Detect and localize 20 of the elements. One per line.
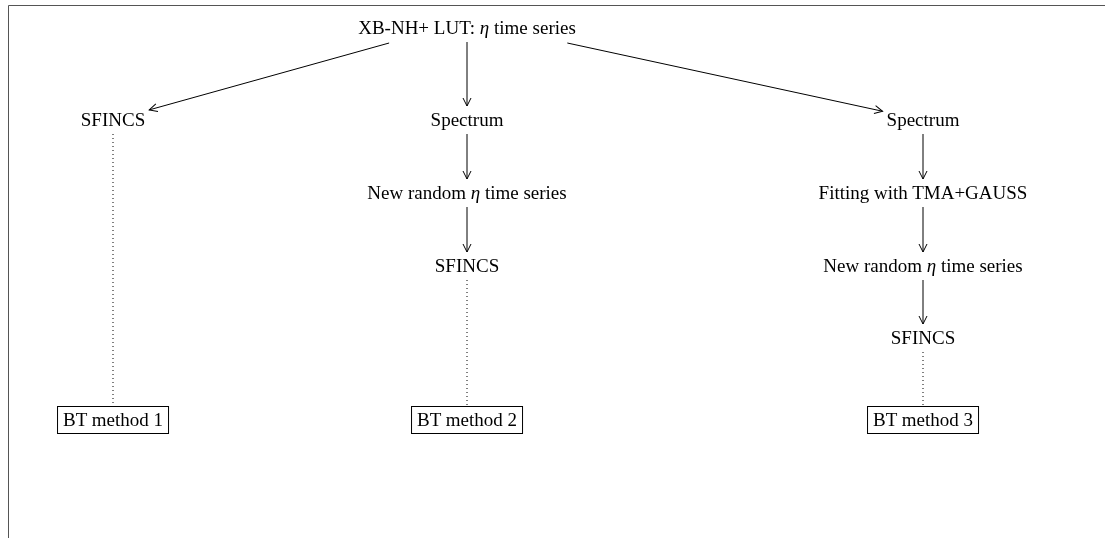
arrow <box>566 42 884 114</box>
step-text: Spectrum <box>426 107 508 133</box>
arrow <box>918 206 928 253</box>
step-text: Spectrum <box>882 107 964 133</box>
step-text: SFINCS <box>76 107 150 133</box>
step-text: XB-NH+ LUT: η time series <box>354 15 580 41</box>
method-box: BT method 1 <box>57 406 169 434</box>
arrow <box>462 41 472 107</box>
method-box: BT method 2 <box>411 406 523 434</box>
step-text: New random η time series <box>819 253 1027 279</box>
step-text: SFINCS <box>886 325 960 351</box>
arrow <box>918 133 928 180</box>
arrow <box>918 279 928 325</box>
method-box: BT method 3 <box>867 406 979 434</box>
step-text: New random η time series <box>363 180 571 206</box>
arrow <box>462 133 472 180</box>
arrow <box>462 206 472 253</box>
step-text: Fitting with TMA+GAUSS <box>814 180 1032 206</box>
arrow <box>148 42 390 113</box>
step-text: SFINCS <box>430 253 504 279</box>
